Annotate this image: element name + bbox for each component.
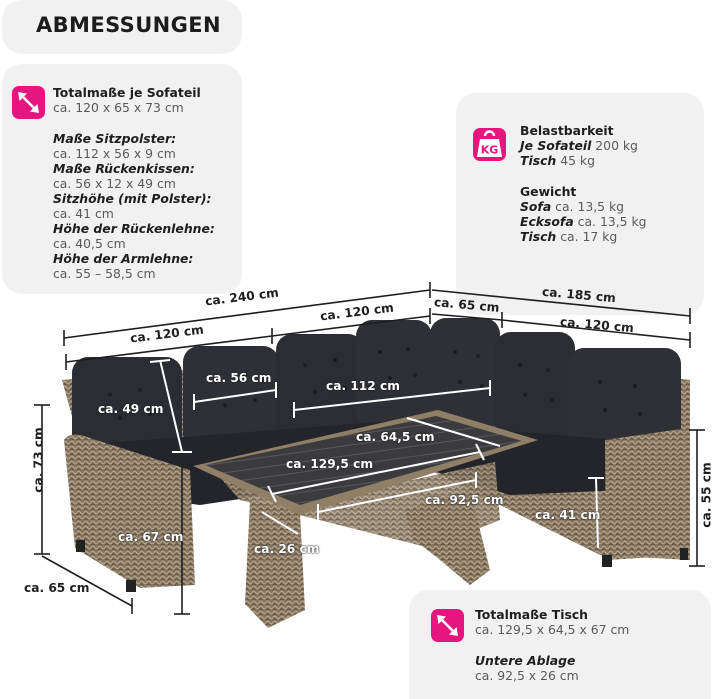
dim-table-depth: ca. 64,5 cm bbox=[356, 430, 435, 444]
back-cushion-value: ca. 56 x 12 x 49 cm bbox=[53, 176, 176, 191]
weight-item-corner: Ecksofa ca. 13,5 kg bbox=[520, 214, 647, 229]
dim-height-total: ca. 73 cm bbox=[31, 427, 46, 493]
back-cushion bbox=[495, 332, 575, 442]
seat-height-value: ca. 41 cm bbox=[53, 206, 114, 221]
shelf-label: Untere Ablage bbox=[475, 653, 576, 668]
dim-seat-cushion-width: ca. 112 cm bbox=[326, 379, 400, 393]
right-armrest bbox=[605, 428, 690, 560]
armrest-height-value: ca. 55 – 58,5 cm bbox=[53, 266, 156, 281]
left-armrest bbox=[64, 434, 195, 592]
page-title: ABMESSUNGEN bbox=[36, 13, 221, 37]
shelf-value: ca. 92,5 x 26 cm bbox=[475, 668, 579, 683]
dim-seat-height: ca. 41 cm bbox=[535, 508, 601, 522]
title-panel: ABMESSUNGEN bbox=[2, 0, 242, 54]
dim-table-height: ca. 67 cm bbox=[118, 530, 184, 544]
tabletop bbox=[205, 416, 522, 505]
white-dimension-lines bbox=[149, 359, 604, 549]
load-info-panel: KG Belastbarkeit Je Sofateil 200 kg Tisc… bbox=[456, 93, 704, 315]
weight-item-table: Tisch ca. 17 kg bbox=[520, 229, 618, 244]
dim-back-cushion-height: ca. 49 cm bbox=[98, 402, 164, 416]
armrest-height-label: Höhe der Armlehne: bbox=[53, 251, 194, 266]
seat-cushion-value: ca. 112 x 56 x 9 cm bbox=[53, 146, 176, 161]
seat-cushion-label: Maße Sitzpolster: bbox=[53, 131, 177, 146]
back-cushion bbox=[183, 346, 279, 450]
table-info-panel: Totalmaße Tisch ca. 129,5 x 64,5 x 67 cm… bbox=[409, 590, 711, 699]
dim-shelf-width: ca. 92,5 cm bbox=[425, 493, 504, 507]
weight-item-sofa: Sofa ca. 13,5 kg bbox=[520, 199, 625, 214]
back-cushion bbox=[356, 320, 432, 428]
back-cushion bbox=[568, 348, 681, 448]
load-item-table: Tisch 45 kg bbox=[520, 153, 595, 168]
dim-back-cushion-width: ca. 56 cm bbox=[206, 371, 272, 385]
backrest-height-label: Höhe der Rückenlehne: bbox=[53, 221, 215, 236]
back-cushion bbox=[276, 334, 364, 438]
dimension-lines bbox=[34, 282, 705, 615]
sofa-info-panel: Totalmaße je Sofateil ca. 120 x 65 x 73 … bbox=[2, 64, 242, 294]
diagonal-arrow-icon bbox=[12, 86, 45, 119]
table-total-value: ca. 129,5 x 64,5 x 67 cm bbox=[475, 622, 630, 637]
back-cushion bbox=[72, 357, 182, 453]
corner-sofa bbox=[430, 318, 690, 567]
backrest-height-value: ca. 40,5 cm bbox=[53, 236, 126, 251]
table-leg bbox=[245, 500, 305, 628]
sofa-total-value: ca. 120 x 65 x 73 cm bbox=[53, 100, 184, 115]
weight-kg-icon: KG bbox=[473, 128, 506, 161]
table-leg bbox=[405, 490, 490, 585]
dim-depth: ca. 65 cm bbox=[24, 581, 90, 595]
table-total-heading: Totalmaße Tisch bbox=[475, 607, 588, 622]
sofa-total-heading: Totalmaße je Sofateil bbox=[53, 85, 201, 100]
diagonal-arrow-icon bbox=[431, 609, 464, 642]
load-heading: Belastbarkeit bbox=[520, 123, 614, 138]
dim-armrest-height: ca. 55 cm bbox=[699, 462, 714, 528]
seat-height-label: Sitzhöhe (mit Polster): bbox=[53, 191, 212, 206]
back-cushion bbox=[430, 318, 500, 430]
load-item-sofa: Je Sofateil 200 kg bbox=[520, 138, 638, 153]
dim-table-width: ca. 129,5 cm bbox=[286, 457, 374, 471]
back-cushion-label: Maße Rückenkissen: bbox=[53, 161, 195, 176]
dim-shelf-depth: ca. 26 cm bbox=[254, 542, 320, 556]
kg-label: KG bbox=[481, 144, 499, 157]
weight-heading: Gewicht bbox=[520, 184, 577, 199]
